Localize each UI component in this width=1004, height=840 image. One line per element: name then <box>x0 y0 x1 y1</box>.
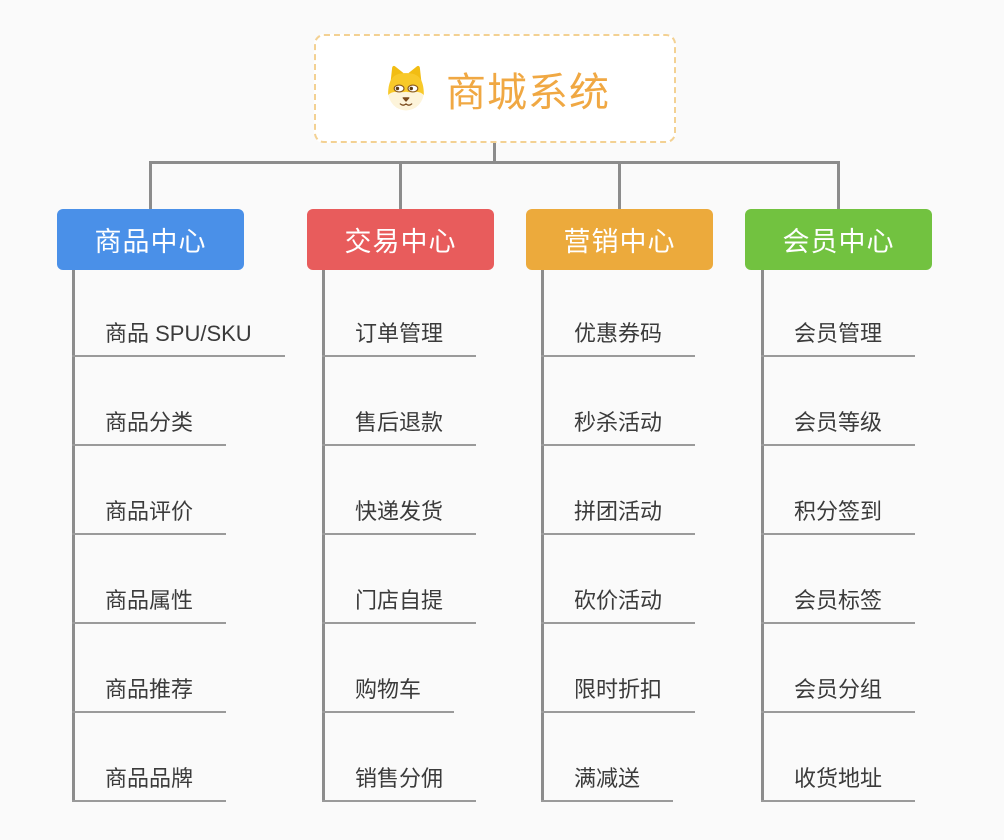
leaf-label: 订单管理 <box>322 319 477 357</box>
leaf-node[interactable]: 满减送 <box>541 764 674 802</box>
leaf-node[interactable]: 优惠券码 <box>541 319 696 357</box>
root-node-label: 商城系统 <box>446 70 610 115</box>
leaf-label: 商品属性 <box>72 586 227 624</box>
leaf-node[interactable]: 会员管理 <box>761 319 916 357</box>
leaf-node[interactable]: 秒杀活动 <box>541 408 696 446</box>
leaf-node[interactable]: 商品 SPU/SKU <box>72 319 285 357</box>
leaf-node[interactable]: 会员标签 <box>761 586 916 624</box>
branch-drop-line <box>149 161 152 209</box>
leaf-label: 限时折扣 <box>541 675 696 713</box>
leaf-rail-line <box>322 270 325 802</box>
leaf-label: 销售分佣 <box>322 764 477 802</box>
leaf-node[interactable]: 商品品牌 <box>72 764 227 802</box>
leaf-node[interactable]: 订单管理 <box>322 319 477 357</box>
leaf-node[interactable]: 销售分佣 <box>322 764 477 802</box>
leaf-node[interactable]: 砍价活动 <box>541 586 696 624</box>
leaf-label: 购物车 <box>322 675 455 713</box>
leaf-node[interactable]: 购物车 <box>322 675 455 713</box>
root-connector-line <box>493 143 496 164</box>
leaf-node[interactable]: 拼团活动 <box>541 497 696 535</box>
leaf-node[interactable]: 收货地址 <box>761 764 916 802</box>
branch-rail-line <box>149 161 840 164</box>
leaf-label: 满减送 <box>541 764 674 802</box>
leaf-label: 会员标签 <box>761 586 916 624</box>
leaf-node[interactable]: 积分签到 <box>761 497 916 535</box>
branch-label: 商品中心 <box>94 227 207 257</box>
branch-drop-line <box>618 161 621 209</box>
leaf-node[interactable]: 门店自提 <box>322 586 477 624</box>
leaf-label: 门店自提 <box>322 586 477 624</box>
dog-face-icon <box>380 64 432 113</box>
branch-label: 营销中心 <box>563 227 676 257</box>
root-node[interactable]: 商城系统 <box>314 34 676 143</box>
leaf-label: 商品品牌 <box>72 764 227 802</box>
leaf-node[interactable]: 会员分组 <box>761 675 916 713</box>
leaf-node[interactable]: 快递发货 <box>322 497 477 535</box>
leaf-label: 拼团活动 <box>541 497 696 535</box>
leaf-label: 收货地址 <box>761 764 916 802</box>
leaf-label: 快递发货 <box>322 497 477 535</box>
leaf-node[interactable]: 商品属性 <box>72 586 227 624</box>
leaf-rail-line <box>761 270 764 802</box>
leaf-node[interactable]: 商品推荐 <box>72 675 227 713</box>
leaf-label: 售后退款 <box>322 408 477 446</box>
leaf-rail-line <box>541 270 544 802</box>
branch-node-product[interactable]: 商品中心 <box>57 209 244 270</box>
leaf-label: 秒杀活动 <box>541 408 696 446</box>
branch-node-member[interactable]: 会员中心 <box>745 209 932 270</box>
leaf-node[interactable]: 限时折扣 <box>541 675 696 713</box>
branch-label: 交易中心 <box>344 227 457 257</box>
leaf-label: 积分签到 <box>761 497 916 535</box>
leaf-label: 会员等级 <box>761 408 916 446</box>
leaf-label: 会员分组 <box>761 675 916 713</box>
leaf-label: 优惠券码 <box>541 319 696 357</box>
leaf-node[interactable]: 会员等级 <box>761 408 916 446</box>
leaf-label: 商品分类 <box>72 408 227 446</box>
leaf-label: 商品推荐 <box>72 675 227 713</box>
leaf-label: 商品 SPU/SKU <box>72 319 285 357</box>
branch-drop-line <box>399 161 402 209</box>
leaf-node[interactable]: 商品评价 <box>72 497 227 535</box>
branch-drop-line <box>837 161 840 209</box>
leaf-label: 商品评价 <box>72 497 227 535</box>
branch-label: 会员中心 <box>782 227 895 257</box>
leaf-rail-line <box>72 270 75 802</box>
leaf-node[interactable]: 商品分类 <box>72 408 227 446</box>
branch-node-trade[interactable]: 交易中心 <box>307 209 494 270</box>
branch-node-marketing[interactable]: 营销中心 <box>526 209 713 270</box>
leaf-node[interactable]: 售后退款 <box>322 408 477 446</box>
leaf-label: 砍价活动 <box>541 586 696 624</box>
leaf-label: 会员管理 <box>761 319 916 357</box>
